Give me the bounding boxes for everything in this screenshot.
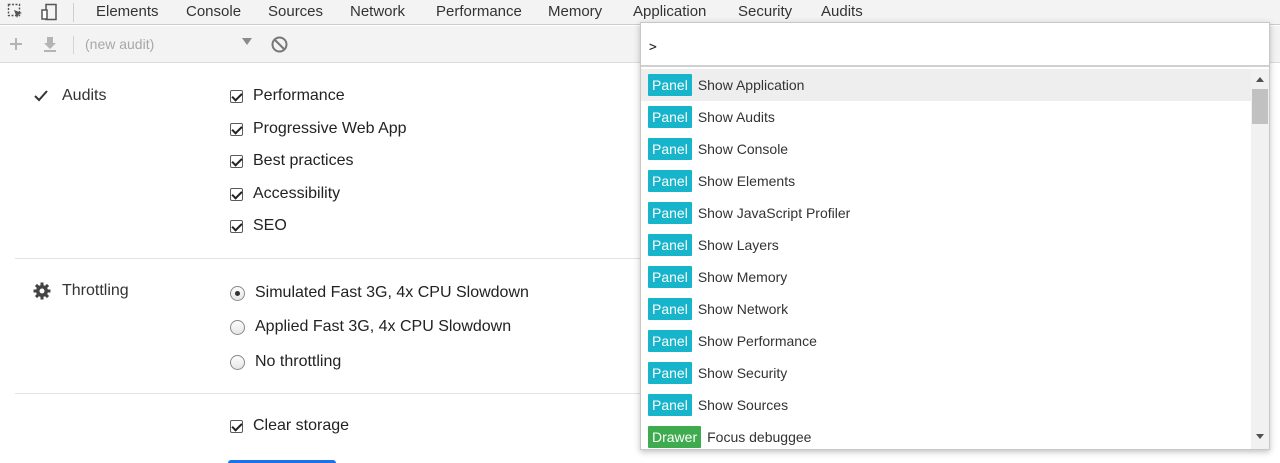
checkbox-label: Progressive Web App <box>253 120 407 137</box>
checkbox[interactable] <box>230 219 243 233</box>
category-checkbox-row[interactable]: Accessibility <box>230 184 340 204</box>
run-audits-button[interactable] <box>228 460 336 463</box>
devtools-tabbar: Elements Console Sources Network Perform… <box>0 0 1280 25</box>
category-checkbox-row[interactable]: Progressive Web App <box>230 119 407 139</box>
command-badge: Panel <box>648 394 692 416</box>
clear-storage-row[interactable]: Clear storage <box>230 416 349 436</box>
command-item[interactable]: Panel Show Performance <box>641 325 1251 357</box>
command-badge: Panel <box>648 170 692 192</box>
command-item[interactable]: Panel Show Application <box>641 69 1251 101</box>
gear-icon <box>32 281 52 301</box>
command-label: Show Audits <box>697 109 775 125</box>
tab-security[interactable]: Security <box>738 3 793 20</box>
throttling-option[interactable]: Simulated Fast 3G, 4x CPU Slowdown <box>230 283 529 303</box>
radio-label: Applied Fast 3G, 4x CPU Slowdown <box>255 318 512 335</box>
category-checkbox-row[interactable]: SEO <box>230 216 287 236</box>
tab-performance[interactable]: Performance <box>436 3 522 20</box>
command-item[interactable]: Panel Show Sources <box>641 389 1251 421</box>
checkbox[interactable] <box>230 89 243 103</box>
command-label: Focus debuggee <box>707 429 812 445</box>
audit-select[interactable]: (new audit) <box>85 36 155 52</box>
command-input-box <box>641 23 1269 67</box>
section-divider <box>15 258 640 259</box>
section-divider <box>15 393 640 394</box>
plus-icon[interactable] <box>7 35 25 53</box>
tab-sources[interactable]: Sources <box>268 3 324 20</box>
category-checkbox-row[interactable]: Performance <box>230 86 345 106</box>
tab-audits[interactable]: Audits <box>821 3 863 20</box>
command-badge: Panel <box>648 266 692 288</box>
command-list: Panel Show Application Panel Show Audits… <box>641 69 1251 449</box>
checkbox[interactable] <box>230 419 243 433</box>
scroll-thumb[interactable] <box>1252 89 1268 124</box>
command-label: Show Elements <box>697 173 796 189</box>
command-item[interactable]: Panel Show Audits <box>641 101 1251 133</box>
command-input[interactable] <box>649 37 1249 57</box>
radio-label: Simulated Fast 3G, 4x CPU Slowdown <box>255 284 529 301</box>
tab-application[interactable]: Application <box>633 3 707 20</box>
command-item[interactable]: Panel Show Memory <box>641 261 1251 293</box>
command-item[interactable]: Panel Show Security <box>641 357 1251 389</box>
device-toolbar-icon[interactable] <box>39 2 61 22</box>
checkbox-label: Best practices <box>253 152 354 169</box>
command-menu: Panel Show Application Panel Show Audits… <box>640 22 1270 450</box>
command-badge: Panel <box>648 298 692 320</box>
command-item[interactable]: Panel Show JavaScript Profiler <box>641 197 1251 229</box>
command-badge: Panel <box>648 138 692 160</box>
clear-icon[interactable] <box>270 35 288 53</box>
command-badge: Panel <box>648 202 692 224</box>
radio-button[interactable] <box>230 354 245 370</box>
checkbox[interactable] <box>230 154 243 168</box>
scroll-down-arrow-icon[interactable] <box>1256 434 1264 439</box>
command-badge: Panel <box>648 234 692 256</box>
command-label: Show Security <box>697 365 788 381</box>
tab-network[interactable]: Network <box>350 3 406 20</box>
command-label: Show Network <box>697 301 789 317</box>
checkbox-label: SEO <box>253 217 287 234</box>
tab-elements[interactable]: Elements <box>96 3 159 20</box>
command-badge: Panel <box>648 330 692 352</box>
checkbox[interactable] <box>230 122 243 136</box>
command-label: Show JavaScript Profiler <box>697 205 851 221</box>
command-item[interactable]: Panel Show Network <box>641 293 1251 325</box>
scroll-up-arrow-icon[interactable] <box>1256 77 1264 82</box>
command-label: Show Performance <box>697 333 817 349</box>
tab-memory[interactable]: Memory <box>548 3 603 20</box>
checkmark-icon <box>31 86 51 106</box>
command-scrollbar[interactable] <box>1251 69 1269 449</box>
command-label: Show Layers <box>697 237 779 253</box>
command-label: Show Memory <box>697 269 788 285</box>
radio-label: No throttling <box>255 353 342 370</box>
checkbox-label: Performance <box>253 87 345 104</box>
checkbox-label: Clear storage <box>253 417 350 434</box>
tab-console[interactable]: Console <box>186 3 242 20</box>
throttling-option[interactable]: No throttling <box>230 352 341 372</box>
radio-button[interactable] <box>230 285 245 301</box>
download-icon[interactable] <box>41 35 59 53</box>
checkbox[interactable] <box>230 187 243 201</box>
chevron-down-icon[interactable] <box>242 38 252 45</box>
radio-button[interactable] <box>230 319 245 335</box>
command-item[interactable]: Panel Show Layers <box>641 229 1251 261</box>
command-label: Show Console <box>697 141 789 157</box>
command-badge: Panel <box>648 362 692 384</box>
command-badge: Drawer <box>648 426 702 448</box>
command-label: Show Sources <box>697 397 789 413</box>
category-checkbox-row[interactable]: Best practices <box>230 151 353 171</box>
command-label: Show Application <box>697 77 805 93</box>
section-label-throttling: Throttling <box>62 282 129 299</box>
tabbar-separator <box>73 3 74 22</box>
section-label-audits: Audits <box>62 87 107 104</box>
command-item[interactable]: Drawer Focus debuggee <box>641 421 1251 449</box>
toolbar-separator <box>73 36 74 54</box>
select-element-icon[interactable] <box>5 2 27 22</box>
command-badge: Panel <box>648 106 692 128</box>
throttling-option[interactable]: Applied Fast 3G, 4x CPU Slowdown <box>230 317 511 337</box>
command-badge: Panel <box>648 74 692 96</box>
checkbox-label: Accessibility <box>253 185 341 202</box>
command-item[interactable]: Panel Show Elements <box>641 165 1251 197</box>
command-item[interactable]: Panel Show Console <box>641 133 1251 165</box>
